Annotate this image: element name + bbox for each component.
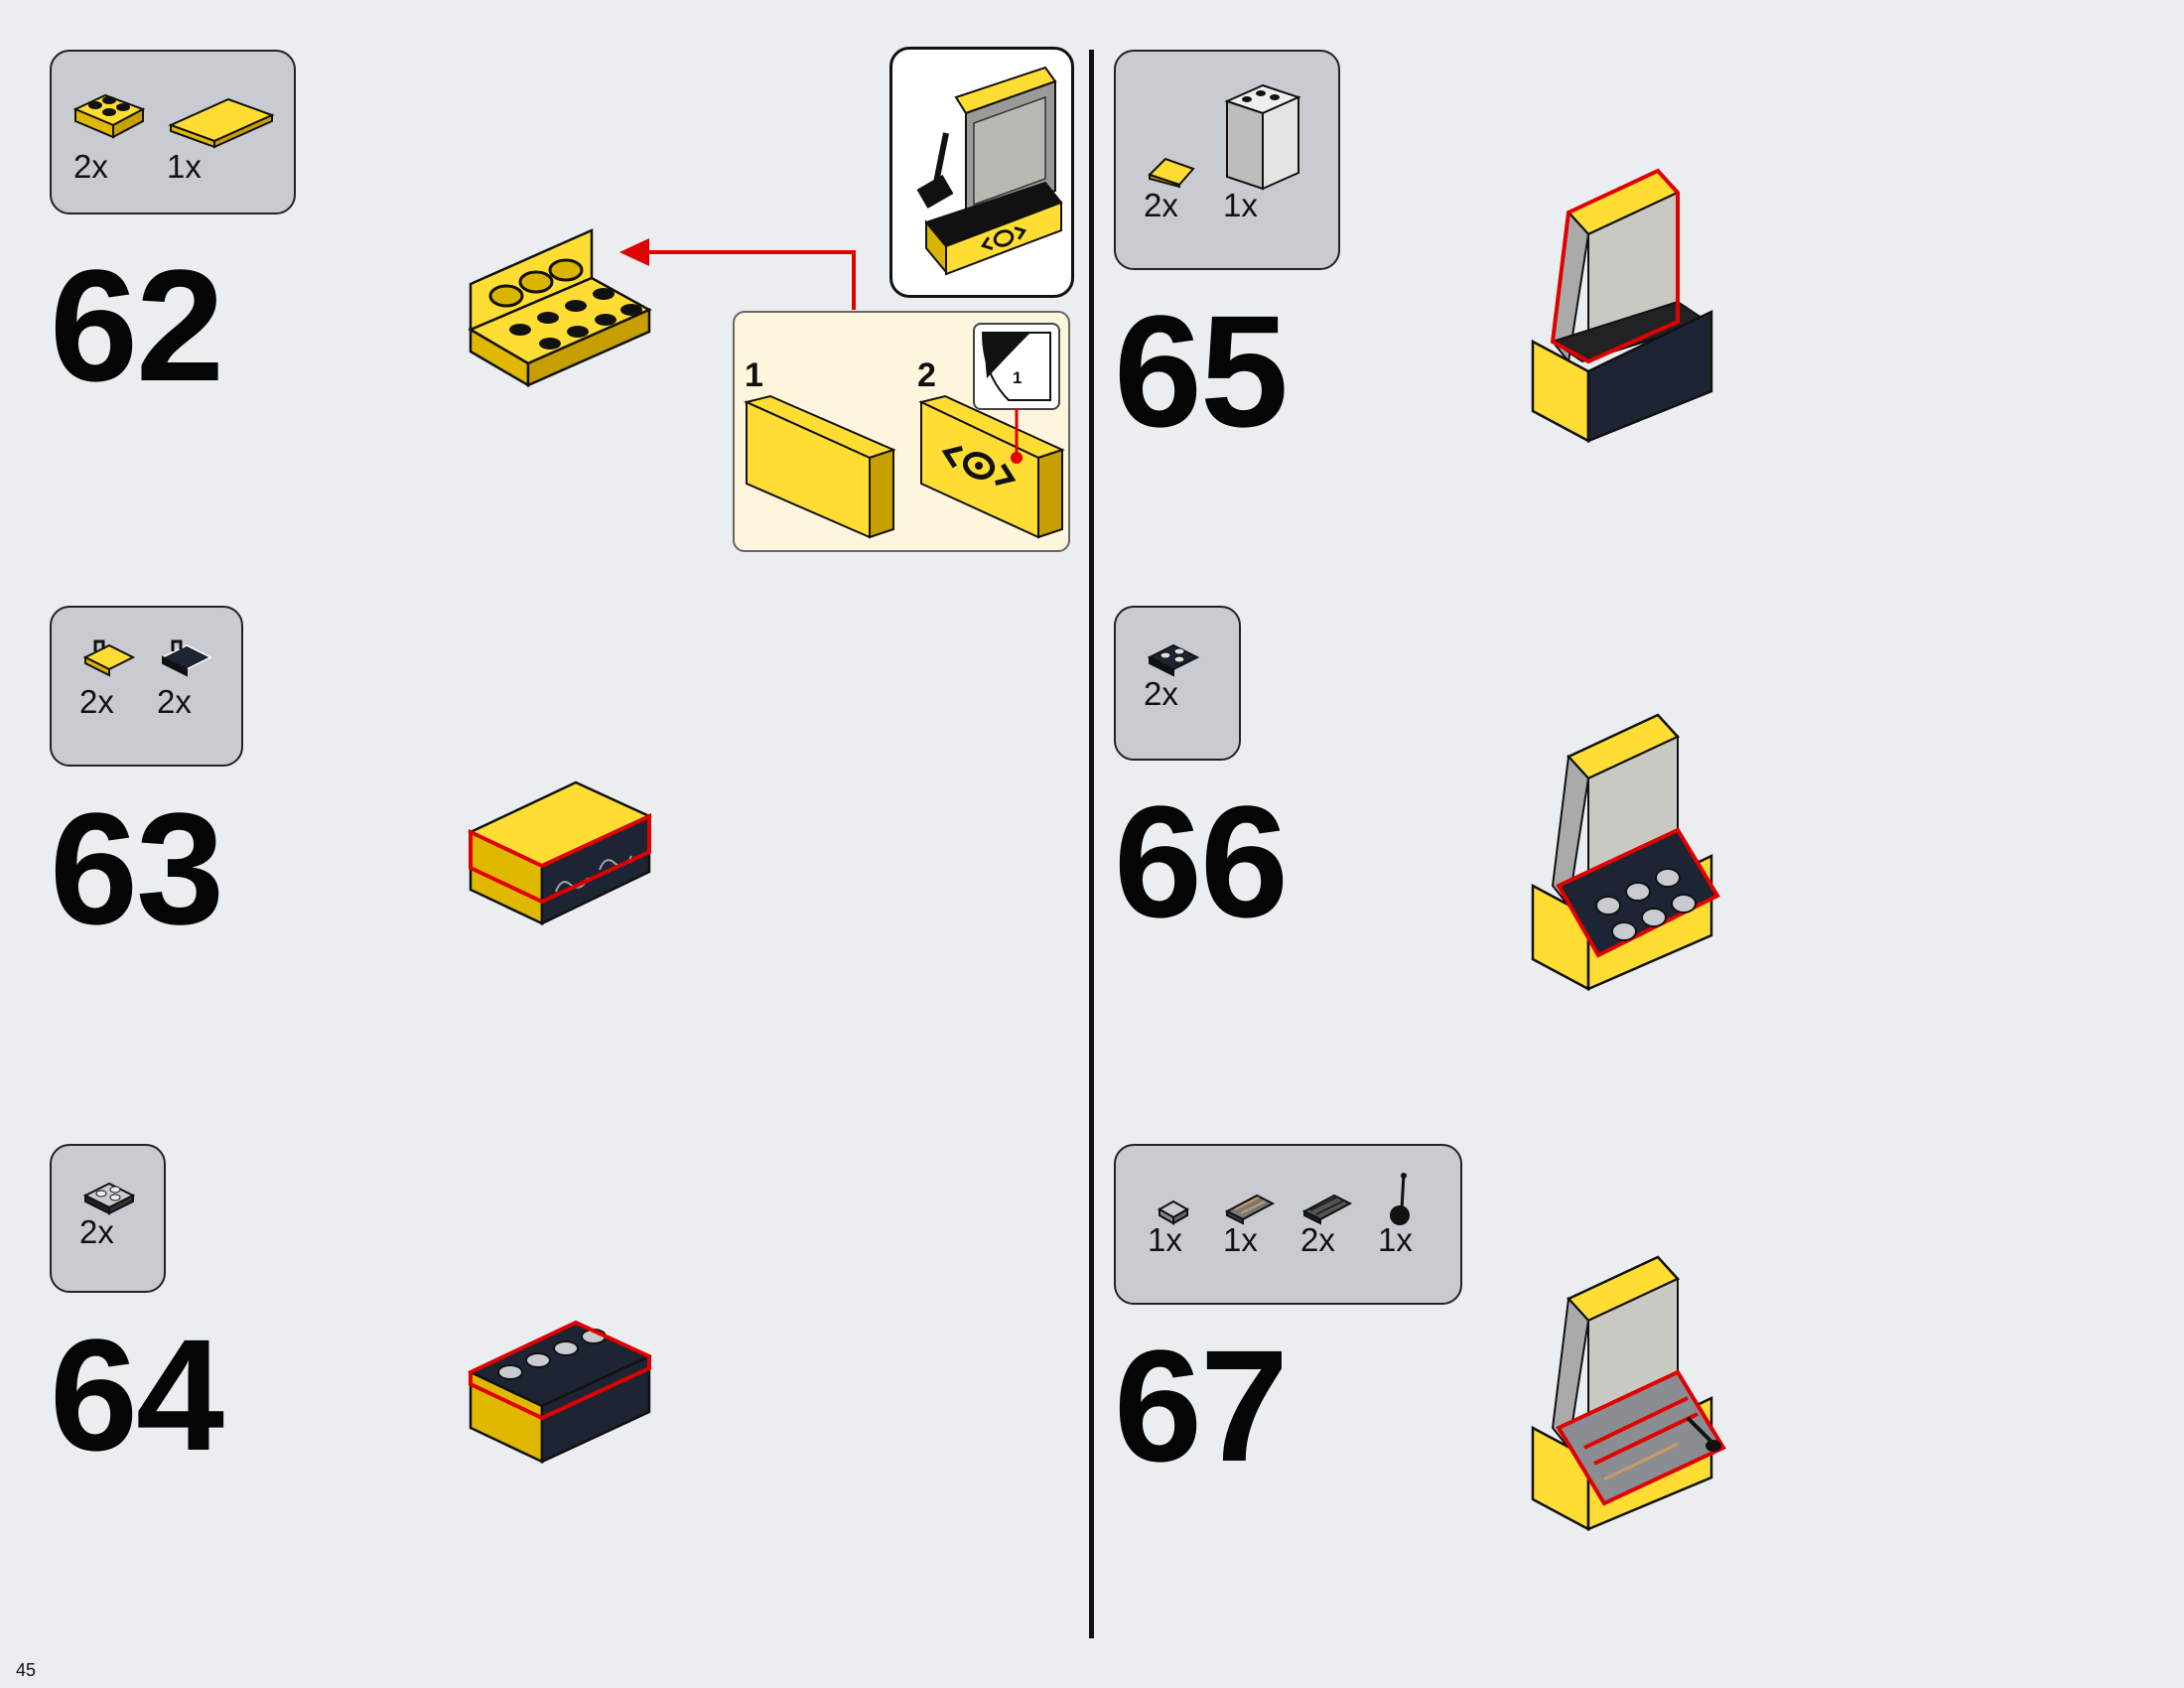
step-65-model (1531, 168, 1713, 444)
part-quantity: 2x (73, 148, 108, 185)
black-plate-2x2-icon (1147, 643, 1200, 677)
yellow-tile-2x4-icon (168, 97, 275, 149)
page-divider (1089, 50, 1094, 1638)
part-quantity: 2x (1300, 1221, 1335, 1258)
parts-list-step-66: 2x (1114, 606, 1241, 761)
part-quantity: 2x (79, 683, 114, 720)
part-quantity: 1x (1223, 187, 1258, 223)
part-quantity: 1x (1148, 1221, 1182, 1258)
yellow-brackets-model (468, 228, 652, 388)
part-quantity: 1x (167, 148, 202, 185)
printed-grille-tile-icon (1224, 1194, 1276, 1225)
finished-assembly-preview (889, 47, 1074, 298)
yellow-bracket-plate-icon (72, 93, 146, 139)
dark-grille-tile-icon (1301, 1194, 1353, 1225)
step-number-63: 63 (50, 779, 224, 957)
page-number: 45 (16, 1660, 37, 1680)
parts-list-step-63: 2x 2x (50, 606, 243, 767)
sticker-icon (981, 332, 1051, 401)
part-quantity: 2x (1144, 675, 1178, 712)
part-quantity: 2x (157, 683, 192, 720)
lever-icon (1390, 1173, 1410, 1225)
sticker-number: 1 (1013, 368, 1023, 387)
parts-list-step-67: 1x 1x 2x 1x (1114, 1144, 1462, 1305)
yellow-tile-model (743, 394, 896, 539)
sub-step-number: 2 (917, 356, 936, 394)
gray-plate-2x2-icon (82, 1182, 136, 1215)
sticker-pointer (1011, 408, 1023, 464)
transparent-panel-icon (1224, 83, 1301, 191)
yellow-clip-plate-icon (82, 639, 136, 677)
part-quantity: 2x (79, 1213, 114, 1250)
step-63-model (468, 780, 652, 925)
part-quantity: 1x (1378, 1221, 1413, 1258)
part-quantity: 1x (1223, 1221, 1258, 1258)
step-64-model (468, 1320, 652, 1464)
step-number-66: 66 (1114, 773, 1289, 950)
step-number-67: 67 (1114, 1317, 1289, 1494)
step-number-65: 65 (1114, 282, 1289, 460)
printed-tile-model (918, 394, 1065, 539)
step-66-model (1531, 713, 1720, 992)
sub-assembly-callout: 1 2 1 (733, 311, 1070, 552)
step-number-62: 62 (50, 236, 224, 414)
step-67-model (1531, 1255, 1726, 1532)
red-arrow-icon (619, 238, 856, 310)
gray-tile-1x1-icon (1157, 1199, 1190, 1225)
black-clip-plate-icon (161, 639, 212, 677)
sub-step-number: 1 (745, 356, 763, 394)
step-number-64: 64 (50, 1306, 224, 1483)
yellow-slope-icon (1148, 157, 1195, 189)
part-quantity: 2x (1144, 187, 1178, 223)
ticket-machine-icon (916, 66, 1063, 276)
sticker-indicator: 1 (973, 323, 1060, 410)
parts-list-step-65: 2x 1x (1114, 50, 1340, 270)
parts-list-step-64: 2x (50, 1144, 166, 1293)
parts-list-step-62: 2x 1x (50, 50, 296, 214)
